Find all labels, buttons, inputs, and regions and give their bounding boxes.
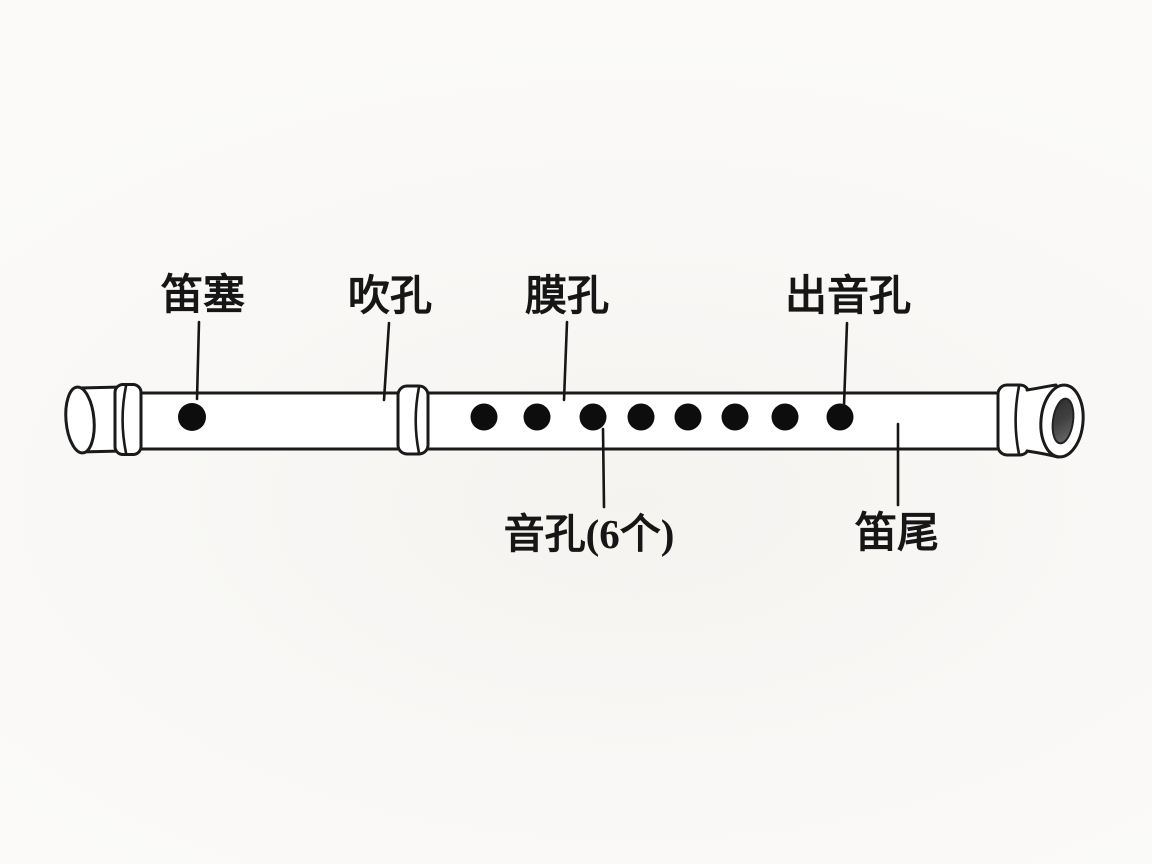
flute-tail-node-ring xyxy=(996,383,1031,457)
label-finger-holes: 音孔(6个) xyxy=(504,511,675,557)
sound-hole-pointer-line xyxy=(842,321,849,407)
hole-dot-2 xyxy=(523,403,551,431)
label-stopper: 笛塞 xyxy=(160,272,245,319)
flute-middle-node-ring-inner-line xyxy=(414,385,421,455)
flute-head-node-ring-inner-line xyxy=(121,384,128,455)
blow-hole-pointer-line xyxy=(382,321,391,402)
flute-bore-opening xyxy=(1051,397,1075,445)
flute-tail-node-ring-inner-line xyxy=(1014,384,1021,456)
flute-body xyxy=(64,383,1085,459)
pointer-lines xyxy=(195,320,900,509)
flute-holes xyxy=(178,403,854,431)
label-sound-hole: 出音孔 xyxy=(785,273,911,320)
finger-holes-pointer-line xyxy=(601,427,606,509)
label-blow-hole: 吹孔 xyxy=(348,273,432,320)
hole-dot-6 xyxy=(721,403,749,431)
flute-head-node-ring xyxy=(113,383,143,456)
flute-tail-bell-top-edge xyxy=(1025,383,1058,392)
hole-dot-5 xyxy=(674,403,702,431)
hole-dot-3 xyxy=(579,403,607,431)
label-membrane-hole: 膜孔 xyxy=(525,273,609,320)
label-tail: 笛尾 xyxy=(854,510,939,557)
labels: 笛塞 吹孔 膜孔 出音孔 音孔(6个) 笛尾 xyxy=(160,272,939,557)
hole-dot-4 xyxy=(627,403,655,431)
stopper-dot xyxy=(178,403,206,431)
membrane-hole-pointer-line xyxy=(562,320,569,402)
hole-dot-1 xyxy=(470,403,498,431)
flute-head-end-face xyxy=(64,385,96,455)
hole-dot-8 xyxy=(826,403,854,431)
stopper-pointer-line xyxy=(195,320,201,401)
flute-head-cap-top-edge xyxy=(78,385,124,390)
flute-middle-node-ring xyxy=(396,384,430,456)
hole-dot-7 xyxy=(771,403,799,431)
